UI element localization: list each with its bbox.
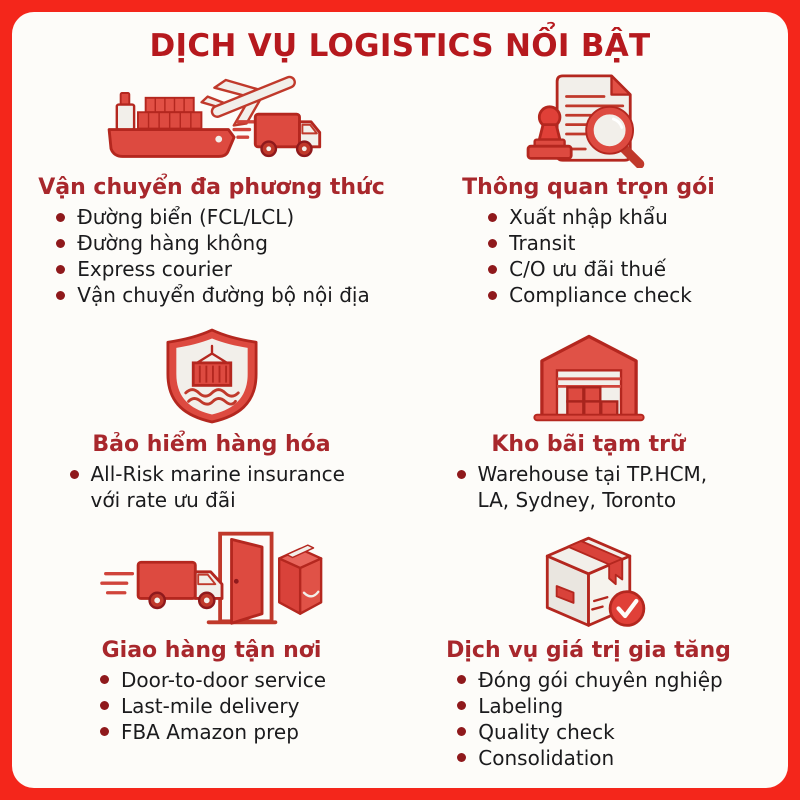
stamp-document-magnifier-icon (514, 72, 664, 168)
list-item-text: Express courier (77, 257, 232, 281)
list-item: Quality check (454, 719, 722, 745)
list-item: Door-to-door service (97, 667, 326, 693)
section-heading: Dịch vụ giá trị gia tăng (446, 637, 731, 663)
bullet-dot-icon (99, 701, 109, 711)
bullet-dot-icon (99, 727, 109, 737)
shield-container-icon (151, 328, 273, 425)
list-item-text: Transit (509, 231, 576, 255)
list-item-text: Door-to-door service (120, 667, 327, 692)
bullet-dot-icon (456, 469, 466, 479)
warehouse-icon (523, 329, 655, 425)
list-item-text: Compliance check (509, 283, 692, 307)
bullet-dot-icon (488, 212, 498, 222)
section-heading: Thông quan trọn gói (462, 175, 715, 200)
list-item-text: Quality check (478, 719, 615, 744)
sections-grid: Vận chuyển đa phương thức Đường biển (FC… (12, 66, 788, 788)
poster-body: DỊCH VỤ LOGISTICS NỔI BẬT (12, 12, 788, 788)
list-item: Compliance check (485, 282, 692, 308)
bullet-dot-icon (488, 238, 498, 248)
list-item: Đường biển (FCL/LCL) (53, 204, 369, 230)
bullet-dot-icon (488, 290, 498, 300)
list-item-text: Đóng gói chuyên nghiệp (478, 667, 723, 692)
truck-door-box-icon (99, 531, 324, 631)
bullet-list: Warehouse tại TP.HCM, LA, Sydney, Toront… (454, 461, 724, 513)
list-item-text: Warehouse tại TP.HCM, LA, Sydney, Toront… (477, 462, 708, 513)
list-item-text: Vận chuyển đường bộ nội địa (77, 283, 370, 307)
list-item: Consolidation (454, 745, 722, 771)
list-item: Express courier (53, 256, 369, 282)
list-item-text: Xuất nhập khẩu (509, 205, 668, 229)
list-item: C/O ưu đãi thuế (485, 256, 692, 282)
bullet-dot-icon (488, 264, 498, 274)
section-value-added: Dịch vụ giá trị gia tăng Đóng gói chuyên… (403, 535, 774, 780)
list-item-text: Labeling (478, 693, 564, 718)
bullet-dot-icon (99, 675, 109, 685)
bullet-dot-icon (56, 238, 66, 248)
list-item-text: Consolidation (478, 745, 615, 770)
bullet-dot-icon (69, 469, 79, 479)
ship-plane-truck-icon (101, 72, 323, 168)
list-item: Xuất nhập khẩu (485, 204, 692, 230)
bullet-dot-icon (56, 212, 66, 222)
section-multimodal-transport: Vận chuyển đa phương thức Đường biển (FC… (26, 72, 397, 317)
list-item-text: C/O ưu đãi thuế (509, 257, 667, 281)
list-item: Đường hàng không (53, 230, 369, 256)
bullet-dot-icon (457, 727, 467, 737)
list-item: Transit (485, 230, 692, 256)
list-item-text: All-Risk marine insurance với rate ưu đã… (90, 462, 345, 513)
section-warehouse: Kho bãi tạm trữ Warehouse tại TP.HCM, LA… (403, 329, 774, 522)
bullet-dot-icon (457, 701, 467, 711)
list-item: Đóng gói chuyên nghiệp (454, 667, 723, 693)
section-heading: Vận chuyển đa phương thức (38, 175, 385, 200)
list-item-text: Đường biển (FCL/LCL) (77, 205, 295, 229)
page-title: DỊCH VỤ LOGISTICS NỔI BẬT (149, 28, 651, 64)
bullet-list: All-Risk marine insurance với rate ưu đã… (67, 461, 357, 513)
list-item: Warehouse tại TP.HCM, LA, Sydney, Toront… (454, 461, 724, 513)
list-item-text: FBA Amazon prep (120, 719, 299, 744)
section-cargo-insurance: Bảo hiểm hàng hóa All-Risk marine insura… (26, 328, 397, 522)
list-item: Vận chuyển đường bộ nội địa (53, 282, 370, 308)
bullet-dot-icon (56, 264, 66, 274)
box-check-icon (521, 535, 657, 631)
list-item: All-Risk marine insurance với rate ưu đã… (67, 461, 357, 513)
list-item-text: Last-mile delivery (120, 693, 300, 718)
bullet-dot-icon (457, 753, 467, 763)
section-heading: Giao hàng tận nơi (101, 637, 322, 663)
list-item: FBA Amazon prep (97, 719, 326, 745)
section-heading: Kho bãi tạm trữ (491, 432, 686, 458)
section-heading: Bảo hiểm hàng hóa (92, 432, 331, 458)
list-item-text: Đường hàng không (77, 231, 268, 255)
list-item: Labeling (454, 693, 722, 719)
bullet-dot-icon (56, 290, 66, 300)
bullet-dot-icon (457, 675, 467, 685)
list-item: Last-mile delivery (97, 693, 326, 719)
